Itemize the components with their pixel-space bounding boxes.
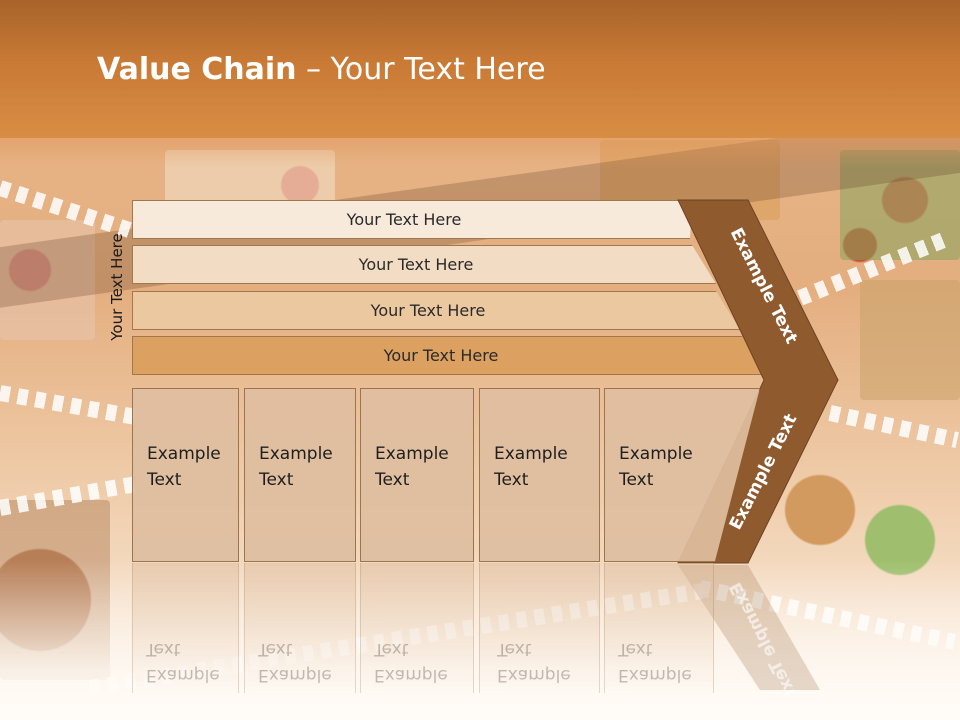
- bar-3: Your Text Here: [132, 291, 740, 330]
- bar-2: Your Text Here: [132, 245, 716, 284]
- box-1-reflection-line2: Text: [146, 639, 181, 659]
- bar-3-label: Your Text Here: [370, 301, 486, 320]
- box-2-reflection-line2: Text: [258, 639, 293, 659]
- box-2-line2: Text: [259, 470, 294, 490]
- box-3: Example Text: [360, 388, 474, 562]
- bar-2-label: Your Text Here: [358, 255, 474, 274]
- box-4-reflection-line1: Example: [497, 665, 571, 685]
- background-photo: [0, 220, 95, 340]
- box-1-reflection-text: Example Text: [146, 636, 220, 688]
- bar-1: Your Text Here: [132, 200, 692, 239]
- box-3-line1: Example: [375, 444, 449, 464]
- slide-title-bold: Value Chain: [97, 52, 297, 87]
- box-1-reflection-line1: Example: [146, 665, 220, 685]
- bar-4: Your Text Here: [132, 336, 766, 375]
- box-4-line1: Example: [494, 444, 568, 464]
- box-5-reflection-line2: Text: [618, 639, 653, 659]
- box-4: Example Text: [479, 388, 600, 562]
- box-3-line2: Text: [375, 470, 410, 490]
- title-bar-shadow: [0, 138, 960, 168]
- box-1-line2: Text: [147, 470, 182, 490]
- box-3-reflection-line1: Example: [374, 665, 448, 685]
- box-3-reflection: [360, 563, 474, 693]
- box-2-reflection-line1: Example: [258, 665, 332, 685]
- slide-title-rest: – Your Text Here: [296, 52, 546, 87]
- slide-title: Value Chain – Your Text Here: [97, 52, 546, 87]
- box-4-line2: Text: [494, 470, 529, 490]
- box-1-reflection: [132, 563, 239, 693]
- box-1: Example Text: [132, 388, 239, 562]
- chevron-shape: [677, 199, 839, 564]
- box-3-reflection-text: Example Text: [374, 636, 448, 688]
- box-4-reflection: [479, 563, 600, 693]
- box-4-reflection-text: Example Text: [497, 636, 571, 688]
- title-bar: [0, 0, 960, 138]
- bar-1-label: Your Text Here: [346, 210, 462, 229]
- background-photo: [860, 280, 960, 400]
- box-2-reflection-text: Example Text: [258, 636, 332, 688]
- box-5: Example Text: [604, 388, 760, 562]
- box-4-reflection-line2: Text: [497, 639, 532, 659]
- box-5-reflection: [604, 563, 714, 693]
- box-2-reflection: [244, 563, 356, 693]
- box-2: Example Text: [244, 388, 356, 562]
- box-5-line2: Text: [619, 470, 654, 490]
- box-5-reflection-text: Example Text: [618, 636, 692, 688]
- box-5-line1: Example: [619, 444, 693, 464]
- box-3-reflection-line2: Text: [374, 639, 409, 659]
- bar-4-label: Your Text Here: [383, 346, 499, 365]
- box-2-line1: Example: [259, 444, 333, 464]
- box-5-reflection-line1: Example: [618, 665, 692, 685]
- box-1-line1: Example: [147, 444, 221, 464]
